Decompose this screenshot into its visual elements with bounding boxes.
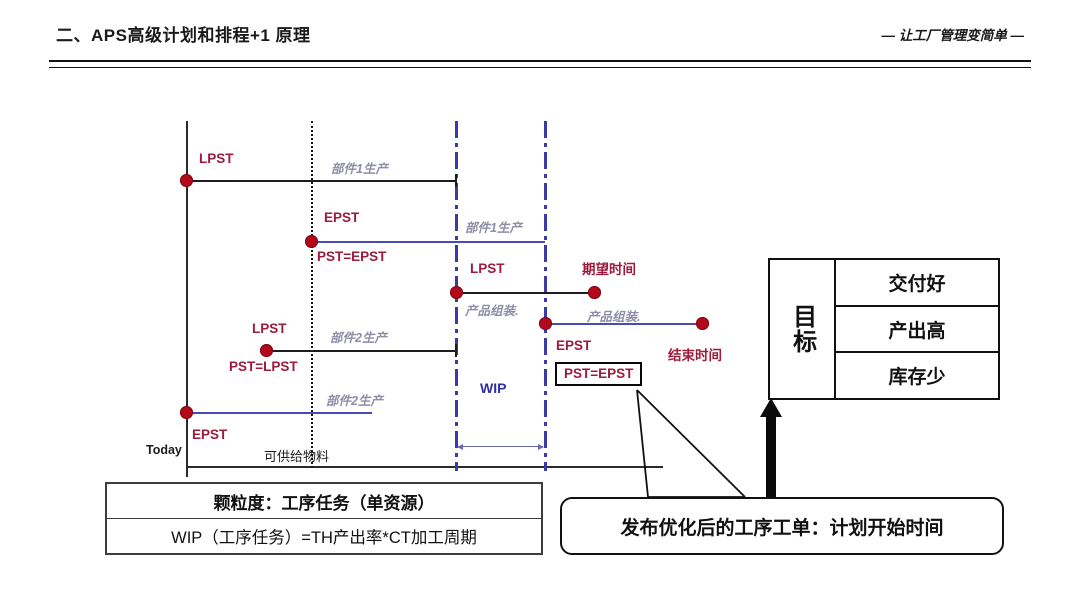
chart-x-axis [186,466,663,468]
note-part1-blue: PST=EPST [317,249,387,264]
bar-assembly-black [462,292,594,294]
label-part2-blue-epst: EPST [192,427,228,442]
label-today: Today [146,443,182,457]
label-wip: WIP [480,380,507,396]
point-part1-black-start [180,174,193,187]
granularity-box-row1: 颗粒度：工序任务（单资源） [213,493,435,513]
bar-part1-black-endcap [455,174,457,187]
granularity-box-row2: WIP（工序任务）=TH产出率*CT加工周期 [107,518,541,553]
bar-label-assembly-black: 产品组装. [465,304,519,318]
point-assembly-blue-end [696,317,709,330]
goal-table: 目标 交付好 产出高 库存少 [768,258,1000,400]
point-assembly-black-start [450,286,463,299]
page-title: 二、APS高级计划和排程+1 原理 [56,26,311,45]
goal-row-delivery: 交付好 [888,273,946,295]
goal-row-output: 产出高 [836,304,998,352]
bar-part1-black [192,180,456,182]
release-order-box-text: 发布优化后的工序工单：计划开始时间 [620,517,944,539]
bar-label-part2-blue: 部件2生产 [326,394,383,408]
point-part1-blue-start [305,235,318,248]
goal-table-body: 交付好 产出高 库存少 [836,260,998,398]
bar-label-assembly-blue: 产品组装. [587,310,641,324]
label-part1-black-lpst: LPST [199,151,234,166]
bar-label-part1-blue: 部件1生产 [465,221,522,235]
wip-span-arrow [457,443,544,450]
point-part2-blue-start [180,406,193,419]
note-part2-black: PST=LPST [229,359,298,374]
bar-assembly-blue [551,323,702,325]
bar-part1-blue [317,241,545,243]
chart-y-axis [186,121,188,477]
granularity-box: 颗粒度：工序任务（单资源） WIP（工序任务）=TH产出率*CT加工周期 [105,482,543,555]
highlight-pst-equals-epst[interactable]: PST=EPST [555,362,643,386]
reference-line-dotted [311,121,313,468]
point-assembly-blue-start [539,317,552,330]
bar-part2-black-endcap [455,344,457,357]
goal-table-row-header: 目标 [770,260,836,398]
up-arrow-icon [760,398,782,497]
bar-label-part2-black: 部件2生产 [330,331,387,345]
label-assembly-black-lpst: LPST [470,261,505,276]
gantt-chart: LPST 部件1生产 EPST PST=EPST 部件1生产 LPST 产品组装… [146,110,722,480]
reference-line-dashdot-right [544,121,547,471]
label-part2-black-lpst: LPST [252,321,287,336]
header-divider [49,60,1031,68]
bar-part2-black [272,350,456,352]
label-assembly-blue-epst: EPST [556,338,592,353]
point-assembly-black-end [588,286,601,299]
label-part1-blue-epst: EPST [324,210,360,225]
label-supply-material: 可供给物料 [264,449,330,464]
goal-row-inventory: 库存少 [836,351,998,398]
header-tagline: — 让工厂管理变简单 — [881,28,1024,43]
goal-table-row-header-text: 目标 [788,304,816,354]
release-order-box: 发布优化后的工序工单：计划开始时间 [560,497,1004,555]
label-expected-time: 期望时间 [582,262,636,277]
point-part2-black-start [260,344,273,357]
bar-label-part1-black: 部件1生产 [331,162,388,176]
bar-part2-blue [192,412,372,414]
label-end-time: 结束时间 [668,348,722,363]
